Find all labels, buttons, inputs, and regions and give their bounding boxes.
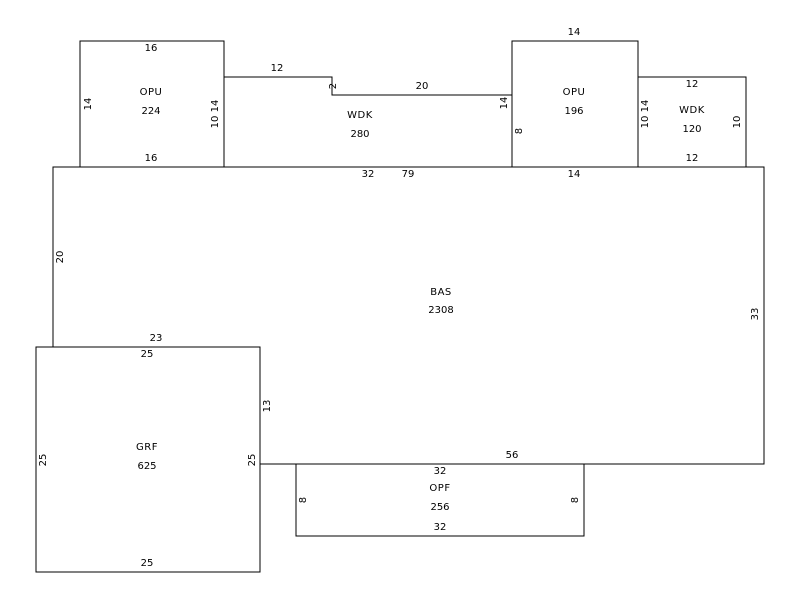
opf-code: OPF [429, 483, 450, 494]
dim-label: 14 [568, 27, 581, 38]
dim-label: 25 [141, 558, 154, 569]
dim-label: 13 [262, 400, 273, 413]
dim-label: 8 [298, 497, 309, 503]
dim-label: 79 [402, 169, 415, 180]
dim-label: 20 [416, 81, 429, 92]
opu-left-area: 224 [141, 106, 160, 117]
dim-label: 8 [570, 497, 581, 503]
dim-label: 14 [83, 98, 94, 111]
wdk-right-outline [638, 76, 747, 167]
dim-label: 32 [434, 522, 447, 533]
bas-outline [52, 166, 765, 465]
dim-label: 20 [55, 251, 66, 264]
dim-label: 23 [150, 333, 163, 344]
dim-label: 56 [506, 450, 519, 461]
dim-label: 33 [750, 308, 761, 321]
dim-label: 32 [362, 169, 375, 180]
dim-label: 12 [686, 79, 699, 90]
wdk-mid-outline [224, 76, 512, 96]
wdk-mid-code: WDK [347, 110, 373, 121]
dim-label: 25 [38, 454, 49, 467]
dim-label: 16 [145, 153, 158, 164]
opu-right-area: 196 [564, 106, 583, 117]
wdk-right-area: 120 [682, 124, 701, 135]
dim-label: 2 [328, 83, 339, 89]
dim-label: 16 [145, 43, 158, 54]
opf-area: 256 [430, 502, 449, 513]
dim-label: 12 [271, 63, 284, 74]
bas-area: 2308 [428, 305, 453, 316]
dim-label: 8 [514, 128, 525, 134]
grf-outline [35, 346, 261, 573]
opu-left-outline [79, 40, 225, 167]
dim-label: 12 [686, 153, 699, 164]
grf-area: 625 [137, 461, 156, 472]
opu-left-code: OPU [140, 87, 163, 98]
opu-right-code: OPU [563, 87, 586, 98]
dim-label: 10 14 [640, 100, 651, 129]
opf-outline [295, 464, 585, 537]
dim-label: 10 [732, 116, 743, 129]
dim-label: 25 [141, 349, 154, 360]
wdk-mid-area: 280 [350, 129, 369, 140]
opu-right-outline [511, 40, 639, 167]
bas-code: BAS [430, 287, 452, 298]
dim-label: 32 [434, 466, 447, 477]
dim-label: 10 14 [210, 100, 221, 129]
dim-label: 25 [247, 454, 258, 467]
dim-label: 14 [568, 169, 581, 180]
wdk-right-code: WDK [679, 105, 705, 116]
dim-label: 14 [499, 97, 510, 110]
grf-code: GRF [136, 442, 158, 453]
